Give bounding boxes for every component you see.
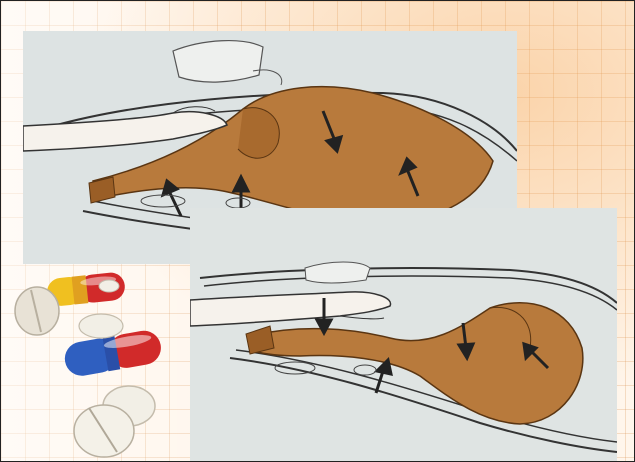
medicine-pills-image — [9, 256, 194, 461]
bottom-illustration-panel — [190, 208, 617, 461]
medicine-pills-icon — [9, 256, 194, 461]
obstetric-palpation-illustration-icon — [190, 208, 617, 461]
